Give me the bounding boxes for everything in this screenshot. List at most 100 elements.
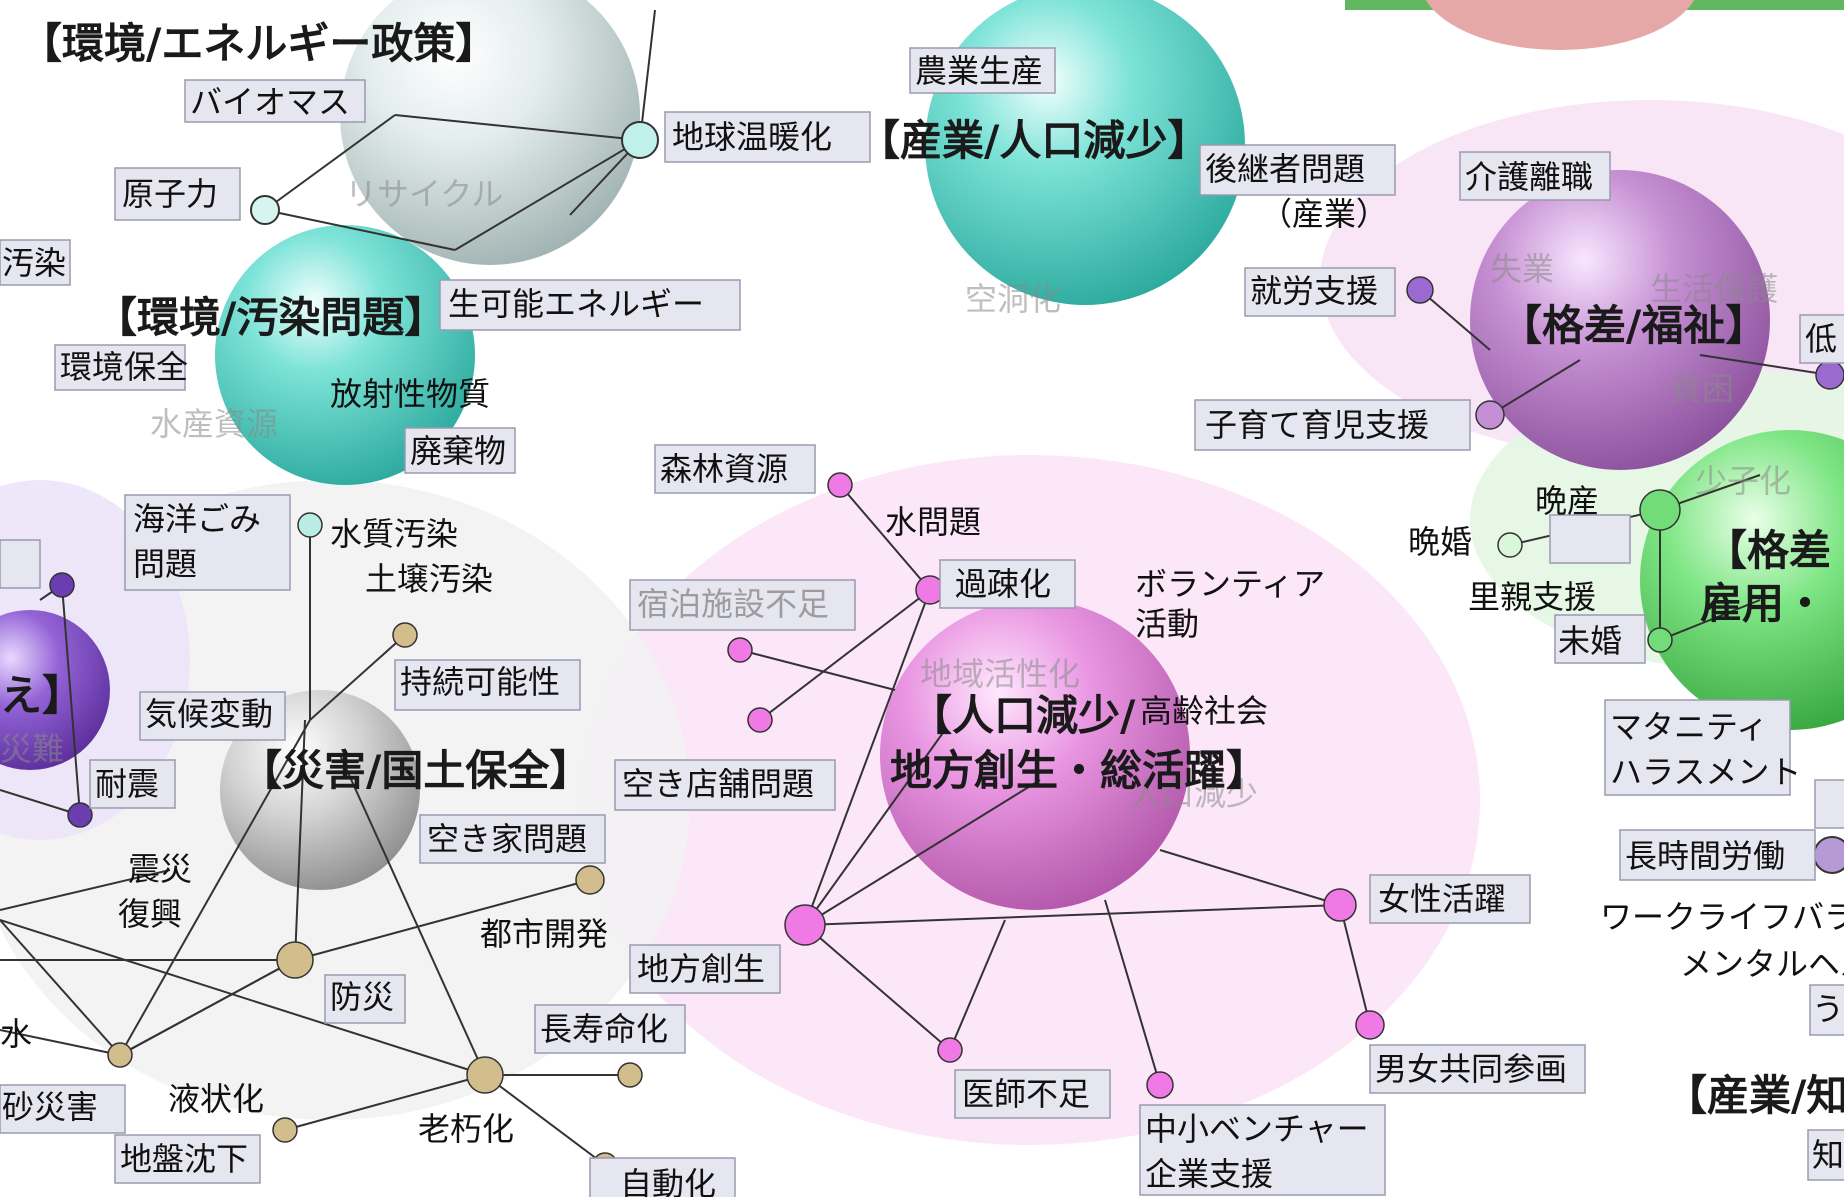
sphere-welfare	[1470, 170, 1770, 470]
node-gender	[1355, 1010, 1385, 1040]
node-longevity	[617, 1062, 643, 1088]
label-vacant-shops: 空き店舗問題	[622, 765, 814, 803]
label-maternity-2: ハラスメント	[1610, 753, 1801, 791]
label-successor-1: 後継者問題	[1205, 150, 1365, 188]
label-regional-creation: 地方創生	[637, 950, 765, 988]
label-maternity-1: マタニティ	[1610, 708, 1768, 746]
label-late-birth: 晩産	[1535, 482, 1599, 520]
sphere-env-energy	[340, 0, 640, 265]
node-aging-infra	[466, 1056, 504, 1094]
label-doctor-shortage: 医師不足	[962, 1075, 1090, 1113]
node-sme	[1146, 1071, 1174, 1099]
label-subsidence: 地盤沈下	[120, 1140, 248, 1178]
node-sustainability	[392, 622, 418, 648]
title-industry-knowledge: 【産業/知	[1665, 1071, 1844, 1120]
label-nursing-care: 介護離職	[1465, 158, 1593, 196]
title-pop-decline-1: 【人口減少/	[910, 691, 1136, 740]
label-vacant-houses: 空き家問題	[427, 820, 587, 858]
cluster-titles: 【環境/エネルギー政策】 【産業/人口減少】 【環境/汚染問題】 【格差/福祉】…	[0, 19, 1844, 1120]
boxed-labels	[0, 47, 1844, 1197]
label-livelihood: 生活保護	[1650, 270, 1778, 308]
node-labels: バイオマス 原子力 汚染 リサイクル 地球温暖化 後継者問題 （産業） 生可能エ…	[0, 52, 1844, 1197]
label-employment-support: 就労支援	[1250, 272, 1378, 310]
node-global-warming	[621, 121, 659, 159]
label-recycle: リサイクル	[345, 175, 503, 213]
title-env-energy: 【環境/エネルギー政策】	[20, 19, 497, 68]
label-volunteer-2: 活動	[1135, 605, 1199, 643]
label-nuclear: 原子力	[122, 175, 218, 213]
label-regional-revival: 地域活性化	[920, 655, 1080, 693]
node-left-bottom	[67, 802, 93, 828]
label-water-soil-2: 土壌汚染	[365, 560, 493, 598]
label-waste: 廃棄物	[410, 432, 506, 470]
title-welfare: 【格差/福祉】	[1500, 301, 1767, 350]
label-unemployment: 失業	[1490, 250, 1554, 288]
node-water-soil	[297, 512, 323, 538]
label-forest: 森林資源	[660, 450, 788, 488]
label-work-life: ワークライフバラ	[1600, 898, 1844, 936]
title-employment-2: 雇用・	[1700, 579, 1826, 628]
title-employment-1: 【格差	[1705, 526, 1831, 575]
node-regional-creation	[784, 904, 826, 946]
label-aging-infra: 老朽化	[418, 1110, 514, 1148]
label-volunteer-1: ボランティア	[1135, 565, 1325, 603]
node-quake	[107, 1042, 133, 1068]
label-depopulation: 過疎化	[955, 565, 1051, 603]
label-water-soil-1: 水質汚染	[330, 515, 458, 553]
label-water-issue: 水問題	[885, 503, 981, 541]
label-childcare: 子育て育児支援	[1205, 406, 1429, 444]
node-subsidence	[272, 1117, 298, 1143]
label-radioactive: 放射性物質	[330, 375, 490, 413]
label-automation: 自動化	[620, 1165, 716, 1197]
label-quake-2: 復興	[118, 895, 182, 933]
label-longevity: 長寿命化	[540, 1010, 668, 1048]
label-marine-resources: 水産資源	[150, 405, 278, 443]
title-pop-decline-2: 地方創生・総活躍】	[890, 746, 1268, 795]
node-childcare	[1475, 400, 1505, 430]
concept-edges	[0, 9, 1831, 1166]
label-sediment: 砂災害	[2, 1088, 98, 1126]
label-vacancy: 空洞化	[965, 280, 1061, 318]
label-low-frag: 低	[1805, 320, 1837, 358]
label-water-frag: 水	[0, 1015, 32, 1053]
label-sustainability: 持続可能性	[400, 663, 560, 701]
sphere-left	[0, 610, 110, 770]
label-marine-garbage-2: 問題	[133, 545, 197, 583]
label-agri-production: 農業生産	[915, 52, 1043, 90]
node-doctor	[937, 1037, 963, 1063]
label-foster: 里親支援	[1468, 578, 1596, 616]
label-successor-2: （産業）	[1260, 195, 1388, 233]
label-quake-1: 震災	[128, 850, 192, 888]
label-biomass: バイオマス	[190, 83, 350, 121]
label-earthquake-resist: 耐震	[95, 765, 159, 803]
title-left-fragment: え】	[0, 671, 84, 720]
node-left-top	[49, 572, 75, 598]
node-forest	[827, 472, 853, 498]
label-sme-1: 中小ベンチャー	[1145, 1110, 1369, 1148]
label-lodging: 宿泊施設不足	[637, 585, 829, 623]
label-global-warming: 地球温暖化	[672, 118, 832, 156]
label-u-frag: う	[1812, 990, 1844, 1028]
label-renewable: 生可能エネルギー	[448, 285, 704, 323]
label-liquefaction: 液状化	[168, 1080, 264, 1118]
label-women: 女性活躍	[1378, 880, 1506, 918]
node-nuclear	[250, 195, 280, 225]
title-env-pollution: 【環境/汚染問題】	[95, 293, 446, 342]
label-pollution-frag: 汚染	[2, 244, 66, 282]
label-sme-2: 企業支援	[1145, 1155, 1273, 1193]
title-industry-pop: 【産業/人口減少】	[858, 116, 1209, 165]
label-urban-dev: 都市開発	[480, 915, 608, 953]
node-low-frag	[1815, 360, 1844, 390]
label-env-conservation: 環境保全	[60, 348, 188, 386]
title-disaster: 【災害/国土保全】	[240, 746, 591, 795]
node-women	[1323, 888, 1357, 922]
label-poverty: 貧困	[1670, 370, 1734, 408]
sphere-env-pollution	[215, 225, 475, 485]
node-lodging	[727, 637, 753, 663]
node-long-hours	[1813, 836, 1844, 874]
label-pop-decrease: 人口減少	[1130, 775, 1258, 813]
sphere-pop-decline	[880, 600, 1190, 910]
sphere-employment	[1640, 430, 1844, 730]
node-low-birthrate	[1639, 489, 1681, 531]
